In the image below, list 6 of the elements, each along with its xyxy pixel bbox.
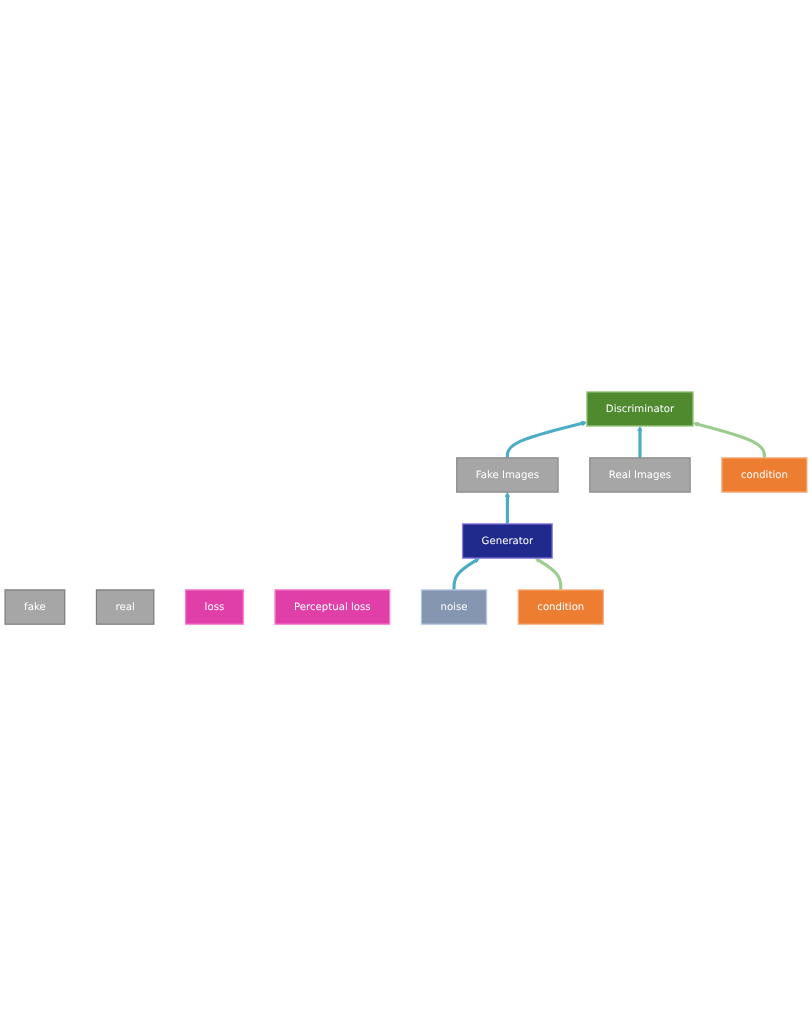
arrow [505, 420, 588, 458]
arrow [534, 557, 563, 590]
arrow [692, 421, 766, 458]
arrow [452, 557, 480, 590]
arrow [504, 491, 511, 524]
arrow [637, 425, 643, 458]
